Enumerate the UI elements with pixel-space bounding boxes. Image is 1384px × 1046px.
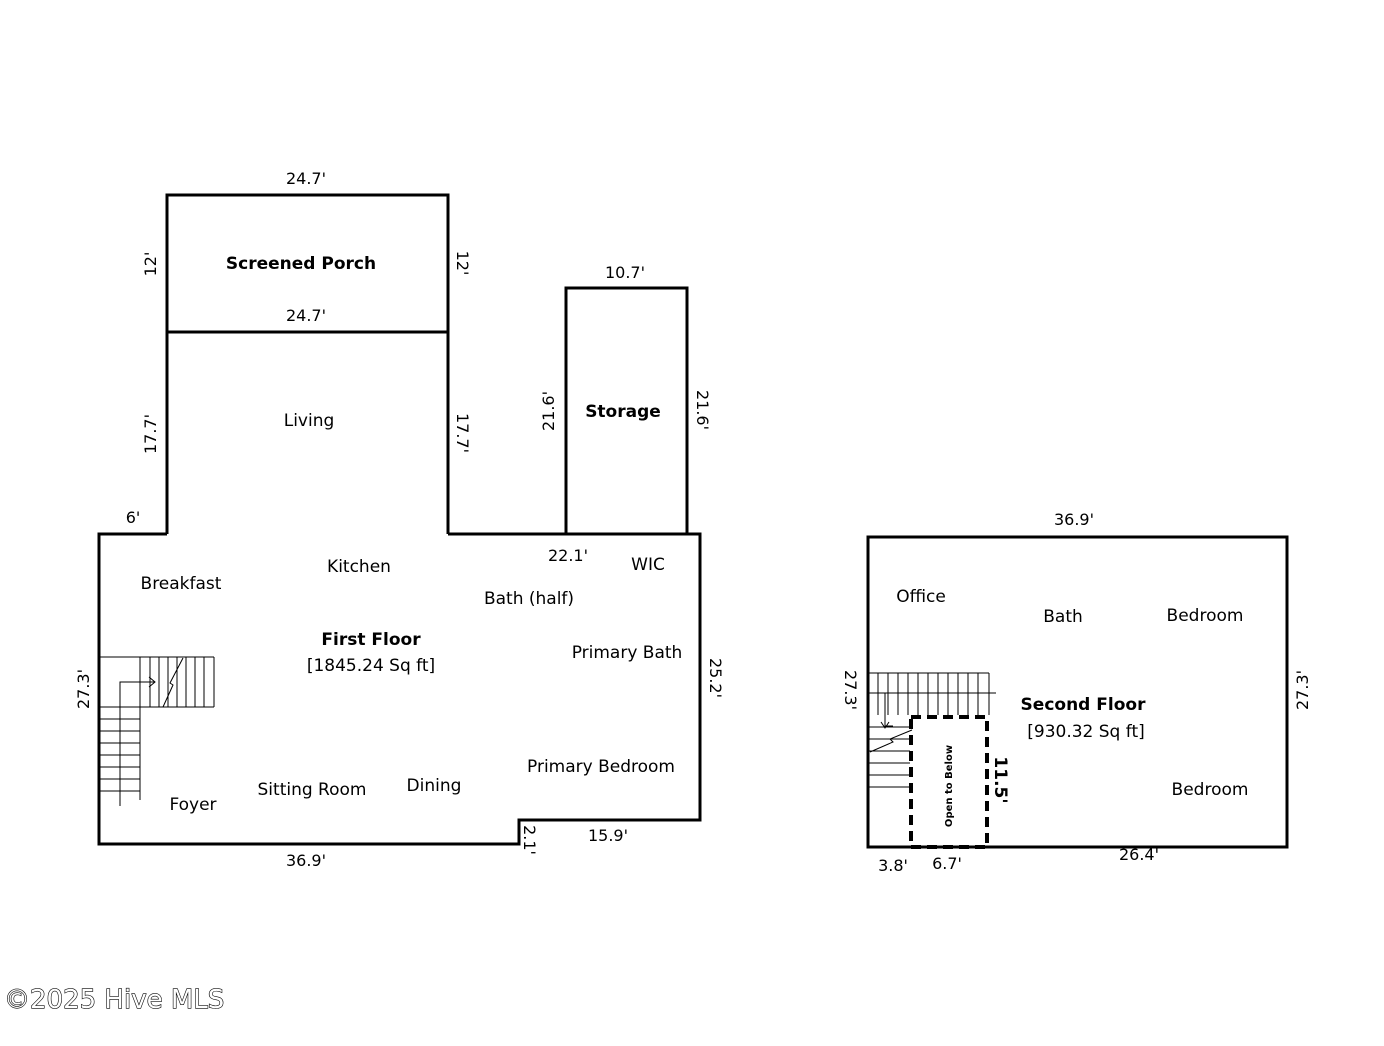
room-bath-half: Bath (half): [484, 589, 574, 609]
open-to-below-outline: [909, 715, 989, 849]
dim-left-ledge: 6': [126, 508, 141, 527]
dim-living-left: 17.7': [141, 414, 160, 454]
dim-second-left-side: 27.3': [841, 670, 860, 710]
dim-notch: 2.1': [520, 825, 539, 855]
room-bath: Bath: [1043, 607, 1083, 627]
room-dining: Dining: [407, 776, 462, 796]
first-floor-main-outline: [97, 532, 702, 846]
room-screened-porch: Screened Porch: [226, 254, 376, 274]
room-foyer: Foyer: [169, 795, 216, 815]
room-bedroom-1: Bedroom: [1167, 606, 1244, 626]
dim-opening-width: 6.7': [932, 854, 962, 873]
watermark: ©2025 Hive MLS: [4, 985, 224, 1015]
first-floor-plan: 24.7' 12' 12' 24.7' 17.7' 17.7' 10.7' 21…: [74, 169, 725, 870]
room-breakfast: Breakfast: [141, 574, 222, 594]
room-living: Living: [284, 411, 335, 431]
dim-mid-wall: 22.1': [548, 546, 588, 565]
second-floor-staircase: [868, 672, 996, 788]
dim-second-bottom-right: 26.4': [1119, 845, 1159, 864]
dim-storage-left: 21.6': [539, 391, 558, 431]
first-floor-title: First Floor: [321, 630, 421, 650]
dim-storage-right: 21.6': [693, 390, 712, 430]
room-office: Office: [896, 587, 946, 607]
first-floor-area: [1845.24 Sq ft]: [307, 656, 435, 676]
second-floor-area: [930.32 Sq ft]: [1027, 722, 1145, 742]
room-primary-bedroom: Primary Bedroom: [527, 757, 675, 777]
room-wic: WIC: [631, 555, 665, 575]
dim-living-right: 17.7': [453, 413, 472, 453]
dim-right-side: 25.2': [706, 658, 725, 698]
room-open-to-below: Open to Below: [944, 745, 955, 827]
room-kitchen: Kitchen: [327, 557, 391, 577]
dim-porch-top: 24.7': [286, 169, 326, 188]
room-sitting-room: Sitting Room: [258, 780, 367, 800]
first-floor-staircase: [99, 656, 215, 806]
dim-bottom-right: 15.9': [588, 826, 628, 845]
dim-storage-top: 10.7': [605, 263, 645, 282]
dim-porch-bottom: 24.7': [286, 306, 326, 325]
dim-opening-height: 11.5': [990, 756, 1010, 803]
dim-porch-right: 12': [453, 251, 472, 276]
dim-bottom: 36.9': [286, 851, 326, 870]
second-floor-plan: Open to Below 36.9' 27.3' 27.3' 11.5' 3.…: [841, 510, 1312, 875]
second-floor-title: Second Floor: [1021, 695, 1147, 715]
dim-second-right-side: 27.3': [1293, 670, 1312, 710]
dim-porch-left: 12': [141, 252, 160, 277]
dim-second-top: 36.9': [1054, 510, 1094, 529]
room-primary-bath: Primary Bath: [572, 643, 683, 663]
screened-porch-outline: [165, 193, 450, 334]
room-bedroom-2: Bedroom: [1172, 780, 1249, 800]
second-floor-outline: [866, 535, 1289, 849]
dim-second-bottom-left: 3.8': [878, 856, 908, 875]
dim-left-side: 27.3': [74, 669, 93, 709]
room-storage: Storage: [585, 402, 661, 422]
